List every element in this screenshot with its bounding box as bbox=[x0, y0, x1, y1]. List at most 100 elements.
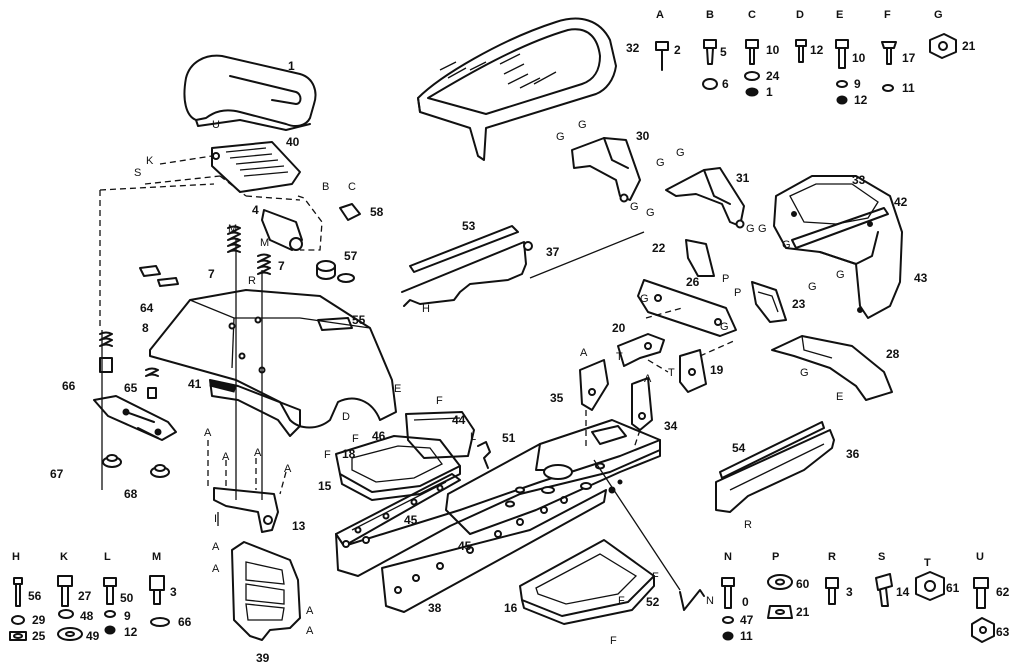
ref-letter: A bbox=[222, 451, 230, 463]
bracket-19[interactable] bbox=[679, 349, 707, 393]
part-label: 44 bbox=[452, 413, 466, 427]
part-label: 34 bbox=[664, 419, 678, 433]
bolt-S[interactable] bbox=[875, 573, 893, 607]
seat-bracket[interactable] bbox=[261, 209, 303, 251]
ref-letter: A bbox=[254, 447, 262, 459]
bracket-34[interactable] bbox=[631, 377, 653, 431]
ref-letter: G bbox=[656, 157, 665, 169]
clip[interactable] bbox=[339, 203, 361, 221]
dash-console[interactable] bbox=[773, 175, 903, 319]
bolt-F[interactable] bbox=[881, 41, 897, 92]
footrest-top[interactable] bbox=[405, 411, 475, 459]
hardware-column-header: P bbox=[772, 551, 779, 563]
bolt-K[interactable] bbox=[57, 575, 83, 641]
washer-P[interactable] bbox=[767, 574, 793, 619]
ref-letter: G bbox=[630, 201, 639, 213]
bracket-23[interactable] bbox=[751, 281, 787, 323]
fender-strip[interactable] bbox=[209, 379, 237, 393]
rod-37[interactable] bbox=[401, 241, 533, 307]
part-labels: 1 32 40 58 4 7 7 57 64 55 8 41 66 65 67 … bbox=[50, 41, 928, 665]
bracket-31[interactable] bbox=[665, 167, 745, 229]
part-label: 41 bbox=[188, 377, 202, 391]
support-36[interactable] bbox=[715, 429, 835, 513]
ref-letter: A bbox=[306, 625, 314, 637]
footrest-bottom[interactable] bbox=[519, 539, 655, 625]
plate-26[interactable] bbox=[637, 279, 737, 337]
main-frame[interactable] bbox=[445, 419, 661, 535]
bar-53[interactable] bbox=[409, 225, 519, 273]
plate[interactable] bbox=[317, 317, 353, 331]
part-label: 54 bbox=[732, 441, 746, 455]
hardware-part-number: 2 bbox=[674, 43, 681, 57]
seat[interactable] bbox=[183, 54, 317, 131]
hood[interactable] bbox=[417, 17, 617, 161]
ref-letter: R bbox=[744, 519, 752, 531]
ref-letter: K bbox=[146, 155, 154, 167]
seat-pan[interactable] bbox=[211, 141, 301, 193]
ref-letter: R bbox=[248, 275, 256, 287]
part-label: 7 bbox=[278, 259, 285, 273]
footrest-rail[interactable] bbox=[335, 473, 461, 547]
fender[interactable] bbox=[149, 289, 397, 437]
hardware-column-header: G bbox=[934, 9, 943, 21]
pad-set[interactable] bbox=[139, 265, 179, 287]
bolt-E[interactable] bbox=[835, 39, 849, 105]
ref-letter: M bbox=[260, 237, 269, 249]
part-label: 28 bbox=[886, 347, 900, 361]
nut-G[interactable] bbox=[929, 33, 957, 59]
hardware-column-header: R bbox=[828, 551, 836, 563]
ref-letter: G bbox=[808, 281, 817, 293]
grommet-right[interactable] bbox=[150, 464, 170, 478]
rod-52[interactable] bbox=[679, 589, 705, 611]
ref-letter: F bbox=[610, 635, 617, 647]
bolt-R[interactable] bbox=[825, 577, 839, 605]
ref-letter: G bbox=[758, 223, 767, 235]
ref-letter: H bbox=[422, 303, 430, 315]
grommet-left[interactable] bbox=[102, 454, 122, 468]
hardware-part-number: 21 bbox=[796, 605, 810, 619]
seat-spring-right[interactable] bbox=[257, 253, 271, 275]
bolt-L[interactable] bbox=[103, 577, 117, 635]
part-label: 32 bbox=[626, 41, 640, 55]
part-label: 13 bbox=[292, 519, 306, 533]
bushing[interactable] bbox=[316, 260, 355, 283]
part-label: 45 bbox=[458, 539, 472, 553]
rear-shield[interactable] bbox=[231, 541, 301, 641]
ref-letter: G bbox=[782, 239, 791, 251]
part-label: 51 bbox=[502, 431, 516, 445]
seat-plate[interactable] bbox=[93, 395, 177, 441]
hook-51[interactable] bbox=[477, 441, 491, 469]
part-label: 40 bbox=[286, 135, 300, 149]
bolt-D[interactable] bbox=[795, 39, 807, 63]
bolt-C[interactable] bbox=[744, 39, 760, 97]
bracket-28[interactable] bbox=[771, 335, 893, 401]
ref-letter: A bbox=[306, 605, 314, 617]
bolt-M[interactable] bbox=[149, 575, 170, 627]
bracket-35[interactable] bbox=[579, 359, 609, 411]
bolt-H[interactable] bbox=[9, 577, 27, 641]
ref-letter: G bbox=[646, 207, 655, 219]
spring-small-b[interactable] bbox=[145, 367, 159, 399]
part-label: 36 bbox=[846, 447, 860, 461]
footrest-pad[interactable] bbox=[335, 435, 461, 501]
bolt-A[interactable] bbox=[655, 41, 669, 71]
bar-54[interactable] bbox=[719, 421, 825, 479]
ref-letter: E bbox=[836, 391, 843, 403]
bolt-U[interactable] bbox=[971, 577, 995, 643]
part-label: 46 bbox=[372, 429, 386, 443]
brace-42[interactable] bbox=[791, 207, 889, 249]
bolt-N[interactable] bbox=[721, 577, 735, 641]
ref-letter: G bbox=[640, 293, 649, 305]
nut-T[interactable] bbox=[915, 571, 945, 601]
seat-spring-left[interactable] bbox=[227, 225, 241, 253]
bolt-B[interactable] bbox=[702, 39, 718, 90]
bracket-30[interactable] bbox=[571, 137, 641, 203]
bracket-22[interactable] bbox=[685, 239, 715, 277]
hardware-column-header: B bbox=[706, 9, 714, 21]
part-label: 22 bbox=[652, 241, 666, 255]
bracket-20[interactable] bbox=[617, 333, 665, 367]
spring-small-a[interactable] bbox=[99, 331, 113, 373]
mount-bracket[interactable] bbox=[213, 487, 279, 533]
hardware-part-number: 10 bbox=[852, 51, 866, 65]
